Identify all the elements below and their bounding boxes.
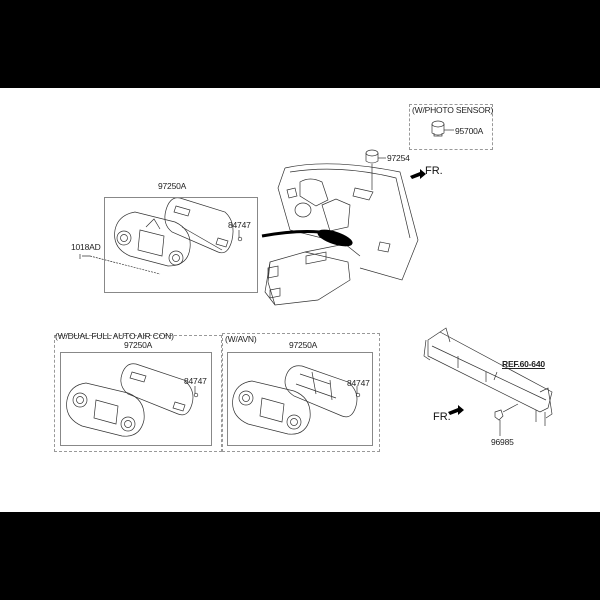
- part-label-96985: 96985: [491, 437, 514, 447]
- photo-sensor-group-box: [409, 104, 493, 150]
- crossmember-beam: [423, 327, 553, 426]
- part-label-84747-avn: 84747: [347, 378, 370, 388]
- fr-direction-label-top: FR.: [425, 165, 443, 177]
- dual-auto-inner-box: [60, 352, 212, 446]
- part-label-84747-main: 84747: [228, 220, 251, 230]
- part-label-97254: 97254: [387, 153, 410, 163]
- part-label-97250A-dual: 97250A: [124, 340, 153, 350]
- dashboard-outline: [277, 163, 419, 281]
- main-control-backplate: [164, 197, 234, 254]
- fr-direction-label-bottom: FR.: [433, 411, 451, 423]
- avn-screw-84747: [355, 386, 361, 398]
- part-label-84747-dual: 84747: [184, 376, 207, 386]
- fr-arrow-top: [410, 169, 426, 179]
- main-group-box: [104, 197, 258, 293]
- crossmember-clip-96985: [494, 403, 519, 436]
- part-label-97250A-avn: 97250A: [289, 340, 318, 350]
- avn-group-box: [222, 333, 380, 452]
- avn-control-face: [232, 380, 311, 435]
- photo-sensor-caption: (W/PHOTO SENSOR): [412, 105, 494, 115]
- photo-sensor-icon: [431, 120, 454, 137]
- dual-control-backplate: [120, 363, 194, 416]
- avn-caption: (W/AVN): [225, 334, 257, 344]
- main-screw-84747: [237, 230, 243, 242]
- part-label-1018AD: 1018AD: [71, 242, 101, 252]
- dash-sensor-icon: [365, 149, 386, 190]
- bottom-letterbox-bar: [0, 512, 600, 600]
- avn-inner-box: [227, 352, 373, 446]
- fr-arrow-bottom: [448, 405, 464, 415]
- part-label-97250A-main: 97250A: [158, 181, 187, 191]
- top-letterbox-bar: [0, 0, 600, 88]
- dual-control-face: [66, 382, 145, 437]
- dual-auto-group-box: [54, 335, 222, 452]
- main-control-face: [114, 211, 191, 267]
- avn-control-backplate: [284, 365, 358, 418]
- main-bolt-1018AD: [79, 254, 161, 275]
- dual-auto-caption: (W/DUAL FULL AUTO AIR CON): [55, 331, 174, 341]
- reference-label-60-640: REF.60-640: [502, 359, 545, 369]
- center-console-outline: [264, 243, 361, 306]
- dual-screw-84747: [193, 386, 199, 398]
- part-label-95700A: 95700A: [455, 126, 484, 136]
